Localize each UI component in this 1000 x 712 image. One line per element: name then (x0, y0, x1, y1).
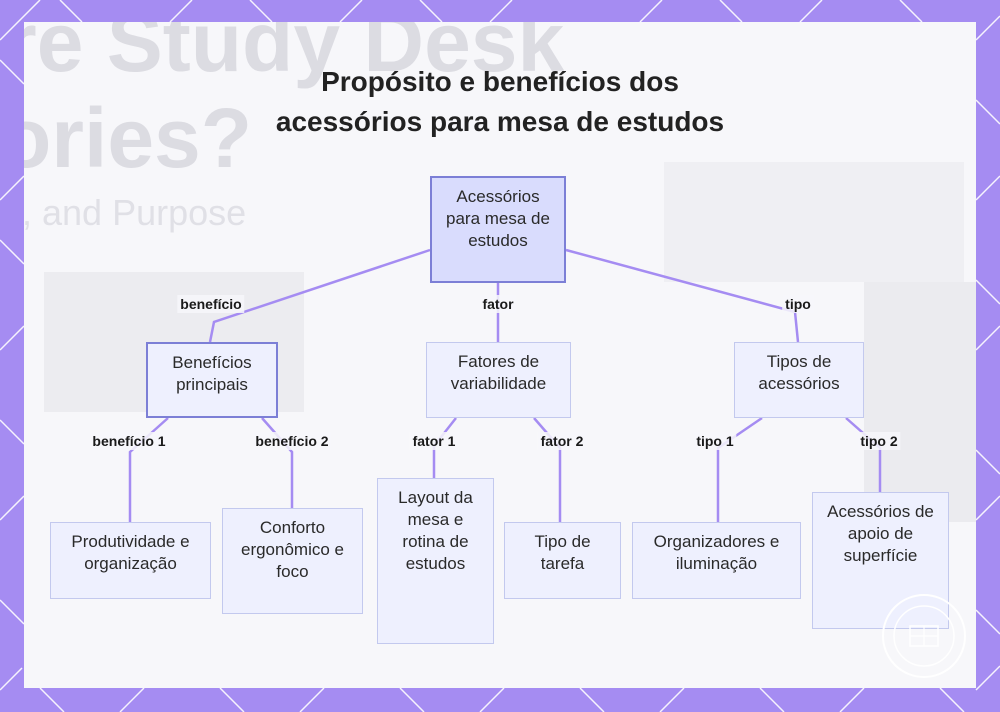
node-produtividade: Produtividade e organização (50, 522, 211, 599)
seal-icon (884, 596, 964, 676)
edge-label-fator: fator (479, 295, 516, 313)
node-tipo-de-tarefa: Tipo de tarefa (504, 522, 621, 599)
node-tipos-de-acessorios: Tipos de acessórios (734, 342, 864, 418)
edge-tipo (566, 250, 798, 342)
edge-label-beneficio: benefício (177, 295, 244, 313)
diagram-card: re Study Desk ories? s, and Purpose Prop… (24, 22, 976, 688)
edge-label-tipo-2: tipo 2 (857, 432, 900, 450)
edge-tipo-2 (846, 418, 880, 492)
node-organizadores: Organizadores e iluminação (632, 522, 801, 599)
edge-label-tipo-1: tipo 1 (693, 432, 736, 450)
node-beneficios-principais: Benefícios principais (146, 342, 278, 418)
edge-label-fator-1: fator 1 (410, 432, 459, 450)
edge-label-tipo: tipo (782, 295, 814, 313)
node-layout: Layout da mesa e rotina de estudos (377, 478, 494, 644)
watermark-seal (882, 594, 966, 678)
node-fatores-de-variabilidade: Fatores de variabilidade (426, 342, 571, 418)
edge-label-beneficio-2: benefício 2 (252, 432, 331, 450)
edge-label-fator-2: fator 2 (538, 432, 587, 450)
node-root: Acessórios para mesa de estudos (430, 176, 566, 283)
edge-label-beneficio-1: benefício 1 (89, 432, 168, 450)
node-conforto: Conforto ergonômico e foco (222, 508, 363, 614)
